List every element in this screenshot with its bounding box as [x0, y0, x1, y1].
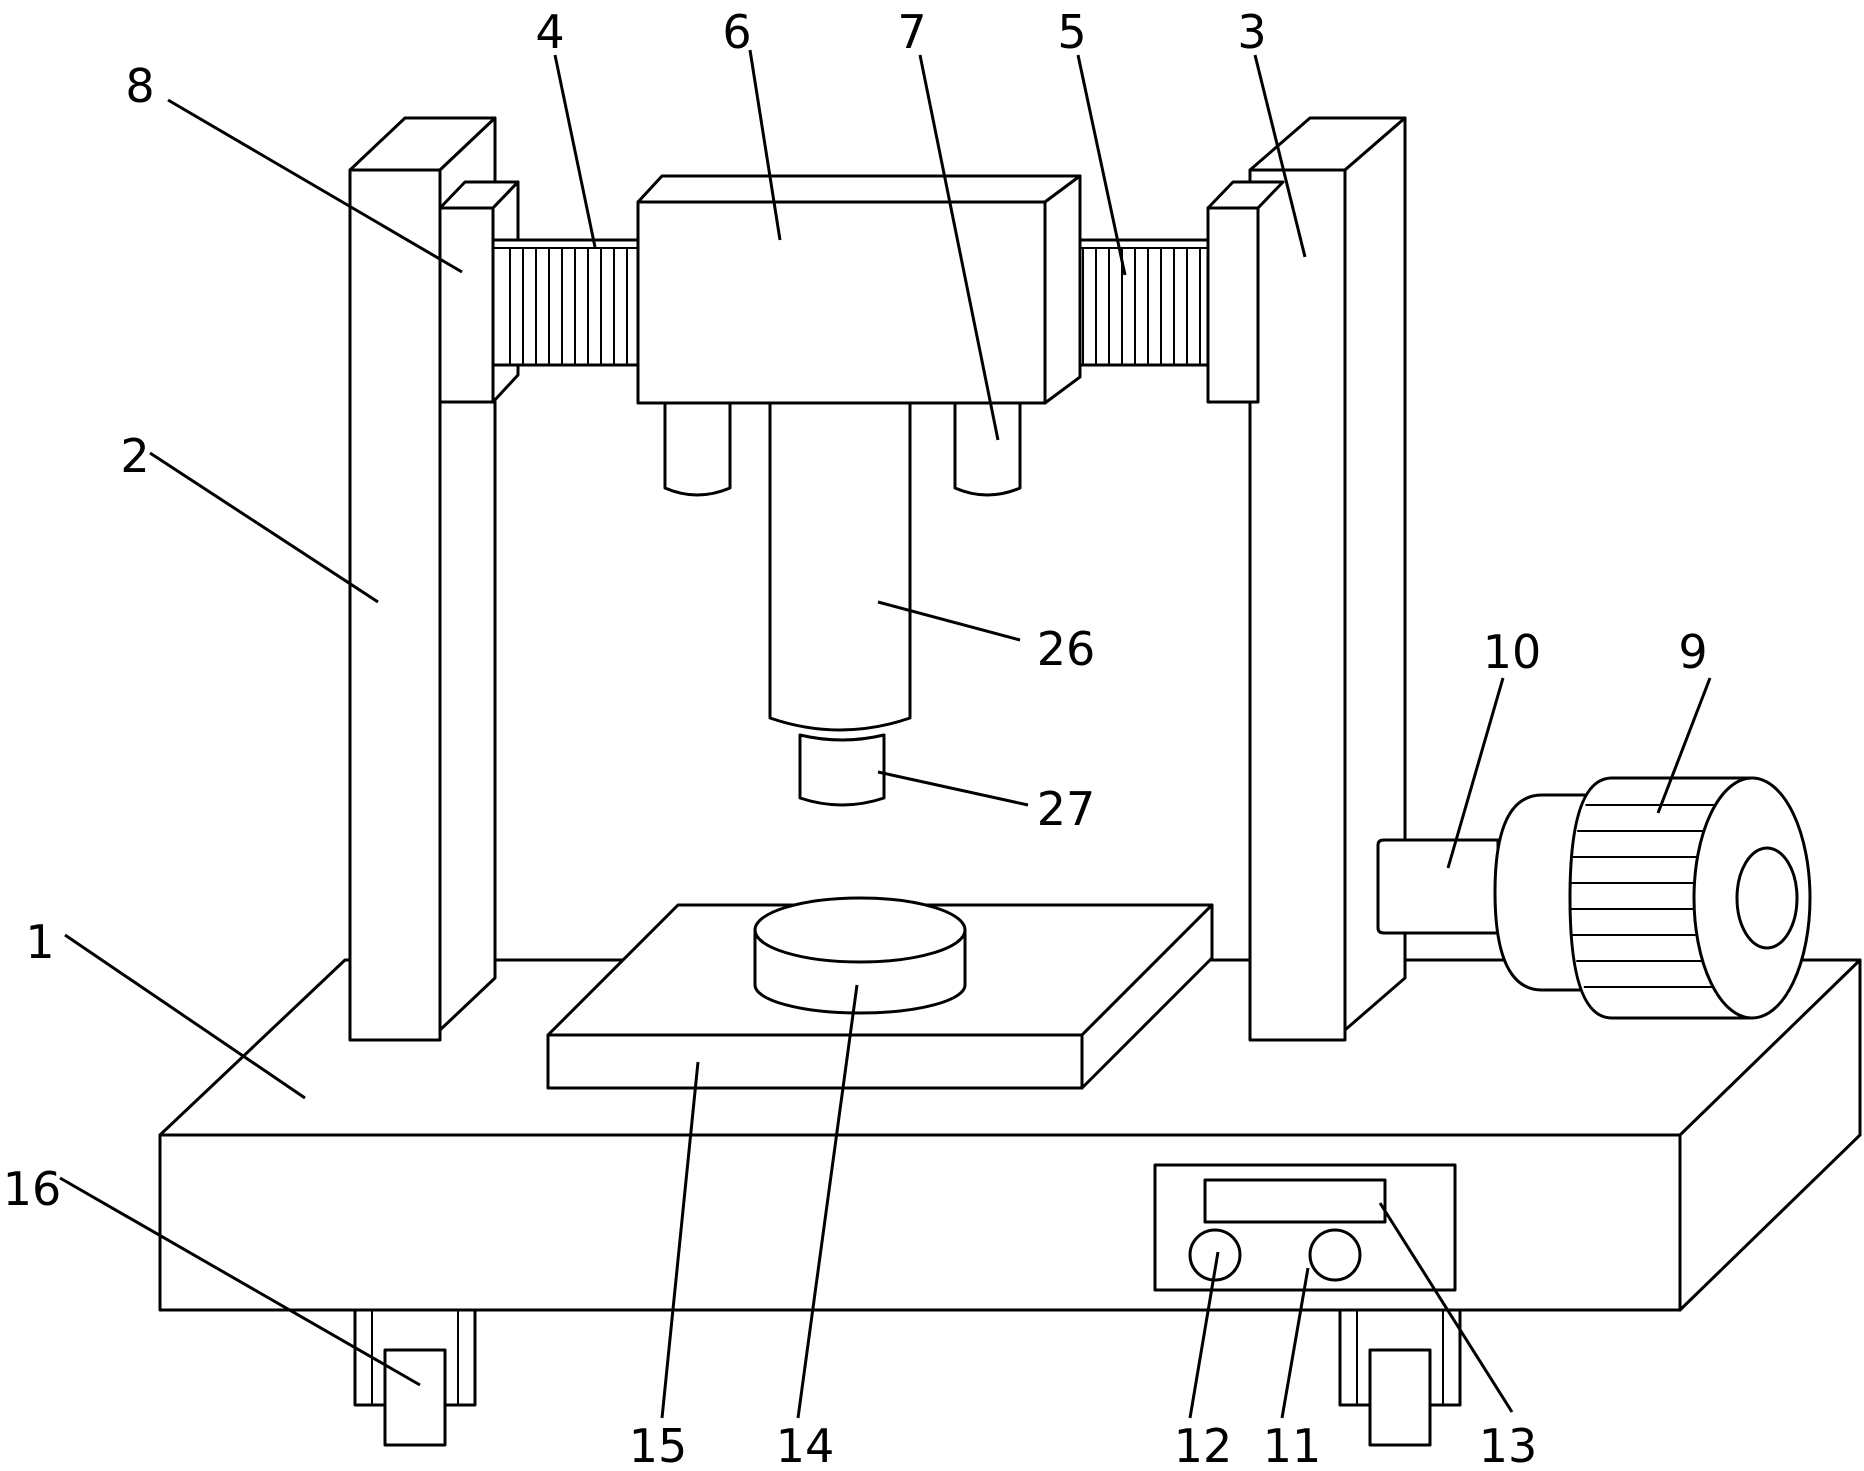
right-bracket	[1206, 180, 1285, 404]
leader-15	[660, 1061, 700, 1419]
leader-27	[877, 770, 1029, 807]
leader-9	[1656, 677, 1712, 814]
piston-rod	[798, 733, 886, 807]
label-5: 5	[1057, 5, 1086, 59]
leader-8	[167, 98, 463, 274]
display-screen	[1203, 1178, 1387, 1224]
sliding-block	[636, 174, 1082, 405]
label-16: 16	[3, 1162, 62, 1216]
small-cylinder-right	[953, 401, 1022, 497]
label-10: 10	[1483, 625, 1542, 679]
leader-14	[796, 984, 859, 1419]
label-3: 3	[1237, 5, 1266, 59]
part-labels: 1 2 3 4 5 6 7 8 9 10 11 12 13 14 15 16 2…	[3, 5, 1708, 1471]
leader-4	[553, 54, 597, 248]
control-panel	[1153, 1163, 1457, 1292]
label-14: 14	[776, 1419, 835, 1471]
workpiece-disc	[753, 896, 967, 1015]
label-12: 12	[1174, 1419, 1233, 1471]
label-1: 1	[25, 915, 54, 969]
label-13: 13	[1479, 1419, 1538, 1471]
leader-5	[1076, 54, 1127, 276]
leader-26	[877, 600, 1021, 642]
label-4: 4	[535, 5, 564, 59]
label-27: 27	[1037, 782, 1096, 836]
leader-6	[748, 49, 782, 241]
leader-16	[59, 1176, 421, 1387]
leader-13	[1378, 1202, 1514, 1413]
label-7: 7	[897, 5, 926, 59]
leader-12	[1188, 1251, 1220, 1419]
small-cylinder-left	[663, 401, 732, 497]
motor-assembly	[1376, 776, 1812, 1020]
label-26: 26	[1037, 622, 1096, 676]
leader-3	[1253, 54, 1307, 258]
main-cylinder	[768, 401, 912, 732]
leader-10	[1446, 677, 1505, 869]
label-2: 2	[120, 429, 149, 483]
label-8: 8	[125, 59, 154, 113]
right-column	[1248, 116, 1407, 1042]
wheel-left	[353, 1308, 477, 1447]
label-6: 6	[722, 5, 751, 59]
knob-11	[1308, 1228, 1362, 1282]
label-11: 11	[1263, 1419, 1322, 1471]
lead-screw-left	[491, 238, 640, 367]
leader-2	[149, 451, 379, 604]
leader-lines	[59, 49, 1712, 1419]
leader-7	[918, 54, 1000, 441]
label-15: 15	[629, 1419, 688, 1471]
wheel-right	[1338, 1308, 1462, 1447]
knob-12	[1188, 1228, 1242, 1282]
left-bracket	[438, 180, 520, 404]
label-9: 9	[1678, 625, 1707, 679]
leader-11	[1280, 1267, 1310, 1419]
leader-1	[64, 933, 306, 1100]
